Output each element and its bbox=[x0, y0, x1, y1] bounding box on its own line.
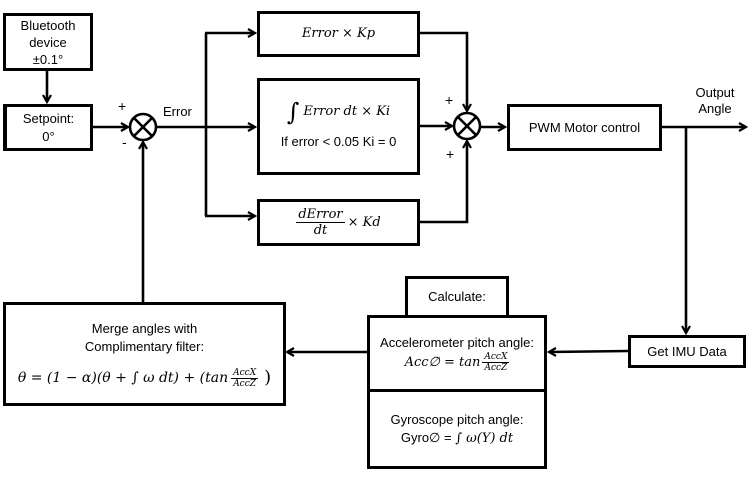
wire-imu-calculate bbox=[549, 351, 629, 352]
accelerometer-title: Accelerometer pitch angle: bbox=[380, 335, 534, 350]
sum2-top-plus-sign: + bbox=[445, 92, 454, 108]
sum2-bottom-plus-sign: + bbox=[446, 146, 455, 162]
derivative-block: dError dt × Kd bbox=[257, 199, 420, 246]
merge-fraction: AccX AccZ bbox=[231, 367, 259, 389]
accelerometer-fraction: AccX AccZ bbox=[482, 352, 510, 373]
accelerometer-block: Accelerometer pitch angle: Acc∅ = tan Ac… bbox=[367, 315, 547, 392]
accelerometer-numerator: AccX bbox=[482, 352, 510, 363]
setpoint-line2: 0° bbox=[42, 128, 55, 144]
integral-formula: Error dt × Ki bbox=[303, 103, 391, 119]
setpoint-line1: Setpoint: bbox=[22, 110, 75, 126]
output-angle-label: Output Angle bbox=[690, 85, 740, 117]
summing-junction-2 bbox=[452, 111, 482, 141]
gyroscope-formula: Gyro∅ = ∫ ω(Y) dt bbox=[401, 429, 513, 448]
accelerometer-lhs: Acc∅ = tan bbox=[404, 354, 481, 370]
derivative-numerator: dError bbox=[296, 207, 345, 223]
integral-condition: If error < 0.05 Ki = 0 bbox=[280, 133, 397, 149]
proportional-formula: Error × Kp bbox=[301, 26, 376, 41]
bluetooth-line2: device bbox=[29, 34, 67, 50]
accelerometer-denominator: AccZ bbox=[484, 363, 508, 373]
merge-line1: Merge angles with bbox=[91, 320, 198, 336]
imu-label: Get IMU Data bbox=[647, 343, 727, 359]
accelerometer-formula: Acc∅ = tan AccX AccZ bbox=[405, 352, 510, 373]
calculate-tab: Calculate: bbox=[405, 276, 509, 318]
merge-formula: θ = (1 − α)(θ + ∫ ω dt) + (tan AccX AccZ… bbox=[18, 368, 271, 389]
integral-formula-row: ∫ Error dt × Ki bbox=[286, 97, 391, 126]
derivative-fraction: dError dt bbox=[296, 207, 345, 238]
gyroscope-lhs: Gyro∅ = bbox=[400, 429, 456, 445]
output-line2: Angle bbox=[698, 101, 732, 116]
gyroscope-title: Gyroscope pitch angle: bbox=[390, 411, 524, 427]
gyroscope-rhs: ∫ ω(Y) dt bbox=[455, 430, 514, 446]
bluetooth-device-block: Bluetooth device ±0.1° bbox=[3, 13, 93, 71]
wire-proportional-sum2 bbox=[419, 31, 467, 111]
derivative-suffix: × Kd bbox=[347, 214, 381, 230]
merge-formula-a: θ = (1 − α)(θ + ∫ ω dt) + (tan bbox=[17, 370, 229, 386]
integral-block: ∫ Error dt × Ki If error < 0.05 Ki = 0 bbox=[257, 78, 420, 175]
integral-sign: ∫ bbox=[286, 97, 300, 126]
setpoint-block: Setpoint: 0° bbox=[3, 104, 93, 151]
wire-derivative-sum2 bbox=[419, 141, 467, 224]
merge-formula-b: ) bbox=[264, 367, 272, 388]
get-imu-data-block: Get IMU Data bbox=[628, 335, 746, 368]
proportional-block: Error × Kp bbox=[257, 11, 420, 57]
merge-complimentary-filter-block: Merge angles with Complimentary filter: … bbox=[3, 302, 286, 406]
derivative-denominator: dt bbox=[313, 223, 328, 238]
sum1-minus-sign: - bbox=[122, 134, 127, 150]
gyroscope-block: Gyroscope pitch angle: Gyro∅ = ∫ ω(Y) dt bbox=[367, 389, 547, 469]
bluetooth-line1: Bluetooth bbox=[20, 17, 76, 33]
sum1-plus-sign: + bbox=[118, 98, 127, 114]
merge-denominator: AccZ bbox=[233, 378, 257, 389]
merge-numerator: AccX bbox=[231, 367, 259, 379]
pwm-motor-control-block: PWM Motor control bbox=[507, 104, 662, 151]
summing-junction-1 bbox=[128, 112, 158, 142]
error-label: Error bbox=[163, 104, 192, 119]
calculate-label: Calculate: bbox=[428, 289, 486, 304]
merge-line2: Complimentary filter: bbox=[84, 338, 205, 354]
pwm-label: PWM Motor control bbox=[528, 119, 641, 135]
output-line1: Output bbox=[695, 85, 735, 100]
bluetooth-line3: ±0.1° bbox=[32, 51, 64, 67]
